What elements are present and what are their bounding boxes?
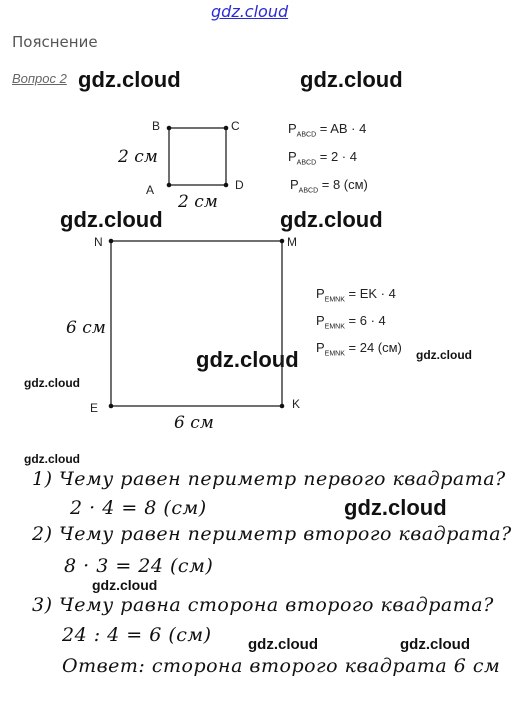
square1-formula-2: PABCD = 2 · 4 xyxy=(288,149,357,167)
square2-formula-3: PEMNK = 24 (см) xyxy=(316,340,402,358)
point-b xyxy=(166,125,172,131)
question-3: 3) Чему равна сторона второго квадрата? xyxy=(32,594,494,616)
point-n xyxy=(108,238,114,244)
watermark: gdz.cloud xyxy=(24,452,80,466)
watermark: gdz.cloud xyxy=(344,495,447,520)
square2-formula-1: PEMNK = EK · 4 xyxy=(316,286,396,304)
watermark: gdz.cloud xyxy=(78,67,181,92)
watermark: gdz.cloud xyxy=(400,636,470,653)
vertex-b-label: B xyxy=(152,119,161,133)
square2-side-left: 6 см xyxy=(66,318,106,338)
square1-formula-3: PABCD = 8 (см) xyxy=(290,177,368,195)
site-link[interactable]: gdz.cloud xyxy=(211,2,289,21)
answer-2: 8 · 3 = 24 (см) xyxy=(64,555,214,577)
square1-side-bottom: 2 см xyxy=(178,192,218,212)
answer-3: 24 : 4 = 6 (см) xyxy=(62,624,212,646)
figures xyxy=(108,125,285,409)
point-e xyxy=(108,403,114,409)
watermark: gdz.cloud xyxy=(300,67,403,92)
final-answer: Ответ: сторона второго квадрата 6 см xyxy=(62,655,501,677)
vertex-c-label: C xyxy=(231,119,240,133)
question-1: 1) Чему равен периметр первого квадрата? xyxy=(32,468,506,490)
watermark: gdz.cloud xyxy=(280,207,383,232)
square-emnk xyxy=(110,240,283,407)
vertex-d-label: D xyxy=(235,178,244,192)
square1-side-left: 2 см xyxy=(118,147,158,167)
point-m xyxy=(279,238,285,244)
square2-side-bottom: 6 см xyxy=(174,413,214,433)
watermark: gdz.cloud xyxy=(92,577,158,593)
vertex-a-label: A xyxy=(146,183,155,197)
watermark: gdz.cloud xyxy=(60,207,163,232)
square-abcd xyxy=(168,127,227,186)
watermark: gdz.cloud xyxy=(416,348,472,362)
point-c xyxy=(223,125,229,131)
vertex-e-label: E xyxy=(90,401,99,415)
vertex-m-label: M xyxy=(287,235,297,249)
watermark: gdz.cloud xyxy=(248,636,318,653)
square2-formula-2: PEMNK = 6 · 4 xyxy=(316,313,386,331)
vertex-k-label: K xyxy=(292,397,301,411)
question-2: 2) Чему равен периметр второго квадрата? xyxy=(32,523,512,545)
watermark: gdz.cloud xyxy=(24,376,80,390)
point-k xyxy=(279,403,285,409)
section-title: Пояснение xyxy=(12,33,98,51)
question-link[interactable]: Вопрос 2 xyxy=(12,71,67,86)
vertex-n-label: N xyxy=(94,235,103,249)
square1-formula-1: PABCD = AB · 4 xyxy=(288,121,367,139)
answer-1: 2 · 4 = 8 (см) xyxy=(70,497,207,519)
point-a xyxy=(166,182,172,188)
point-d xyxy=(223,182,229,188)
